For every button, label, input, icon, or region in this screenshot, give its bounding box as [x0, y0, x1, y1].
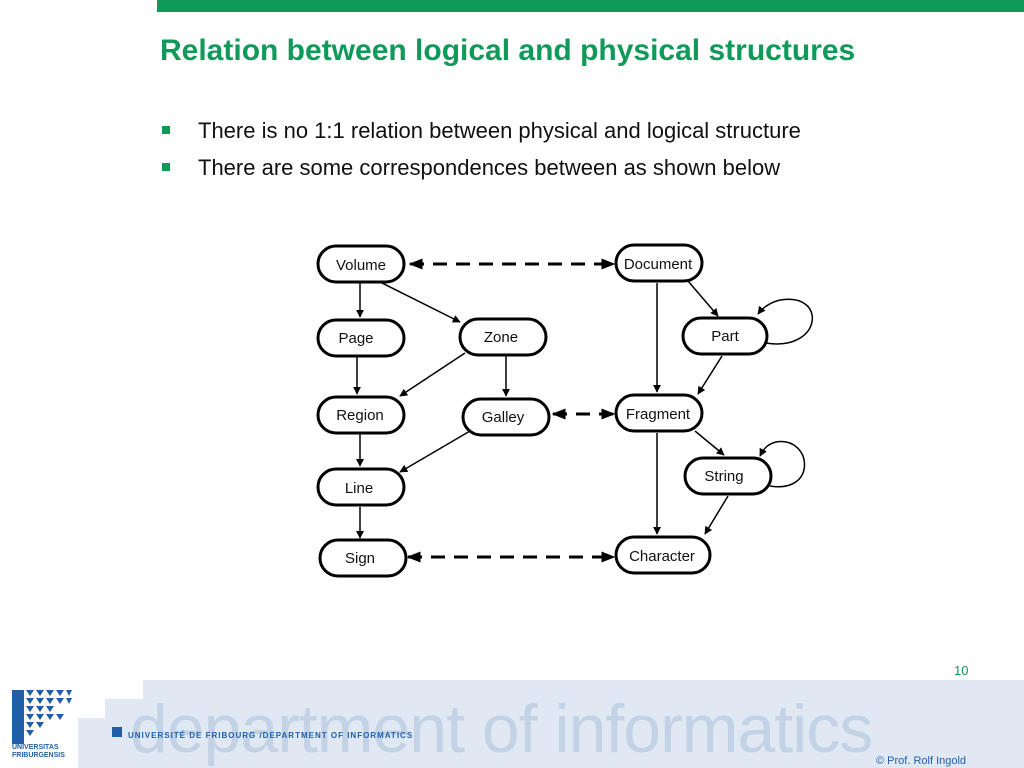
edge-part-fragment: [697, 355, 723, 395]
svg-text:Zone: Zone: [484, 329, 518, 346]
university-logo-icon: [12, 690, 72, 744]
svg-text:Page: Page: [338, 330, 373, 347]
svg-text:Document: Document: [624, 256, 693, 273]
svg-text:Galley: Galley: [482, 409, 525, 426]
page-number: 10: [954, 663, 969, 678]
university-line: UNIVERSITÉ DE FRIBOURG /DEPARTMENT OF IN…: [128, 731, 414, 740]
svg-text:Sign: Sign: [345, 550, 375, 567]
node-sign: Sign: [318, 538, 408, 578]
edge-string-self-loop: [759, 441, 806, 488]
node-character: Character: [614, 535, 712, 575]
node-line: Line: [316, 467, 406, 507]
node-page: Page: [316, 318, 406, 358]
university-square-icon: [112, 727, 122, 737]
bullet-text: There are some correspondences between a…: [198, 155, 781, 180]
edge-galley-line: [399, 430, 471, 473]
node-document: Document: [614, 243, 704, 283]
node-galley: Galley: [461, 397, 551, 437]
svg-text:Line: Line: [345, 480, 373, 497]
svg-text:String: String: [704, 468, 743, 485]
bullet-item: There is no 1:1 relation between physica…: [160, 116, 801, 153]
bullet-text: There is no 1:1 relation between physica…: [198, 118, 801, 143]
department-wordmark: department of informatics: [130, 691, 873, 767]
edge-volume-zone: [377, 280, 461, 323]
bullet-item: There are some correspondences between a…: [160, 153, 801, 190]
node-part: Part: [681, 316, 769, 356]
square-bullet-icon: [162, 126, 170, 134]
svg-text:Volume: Volume: [336, 257, 386, 274]
bullet-list: There is no 1:1 relation between physica…: [160, 116, 801, 190]
edge-zone-region: [399, 352, 466, 397]
edge-fragment-string: [694, 430, 725, 456]
svg-text:Character: Character: [629, 548, 695, 565]
university-logo-text: UNIVERSITAS FRIBURGENSIS: [12, 744, 65, 759]
node-volume: Volume: [316, 244, 406, 284]
node-zone: Zone: [458, 317, 548, 357]
footer-band: [0, 680, 1024, 768]
copyright-notice: © Prof. Rolf Ingold: [876, 755, 967, 767]
slide-title: Relation between logical and physical st…: [160, 34, 856, 67]
square-bullet-icon: [162, 163, 170, 171]
svg-text:Region: Region: [336, 407, 384, 424]
edge-part-self-loop: [757, 298, 814, 345]
svg-text:Fragment: Fragment: [626, 406, 691, 423]
top-accent-bar: [157, 0, 1024, 12]
edge-string-character: [704, 495, 729, 535]
svg-text:Part: Part: [711, 328, 739, 345]
node-fragment: Fragment: [614, 393, 704, 433]
node-string: String: [683, 456, 773, 496]
node-region: Region: [316, 395, 406, 435]
edge-document-part: [687, 280, 719, 317]
